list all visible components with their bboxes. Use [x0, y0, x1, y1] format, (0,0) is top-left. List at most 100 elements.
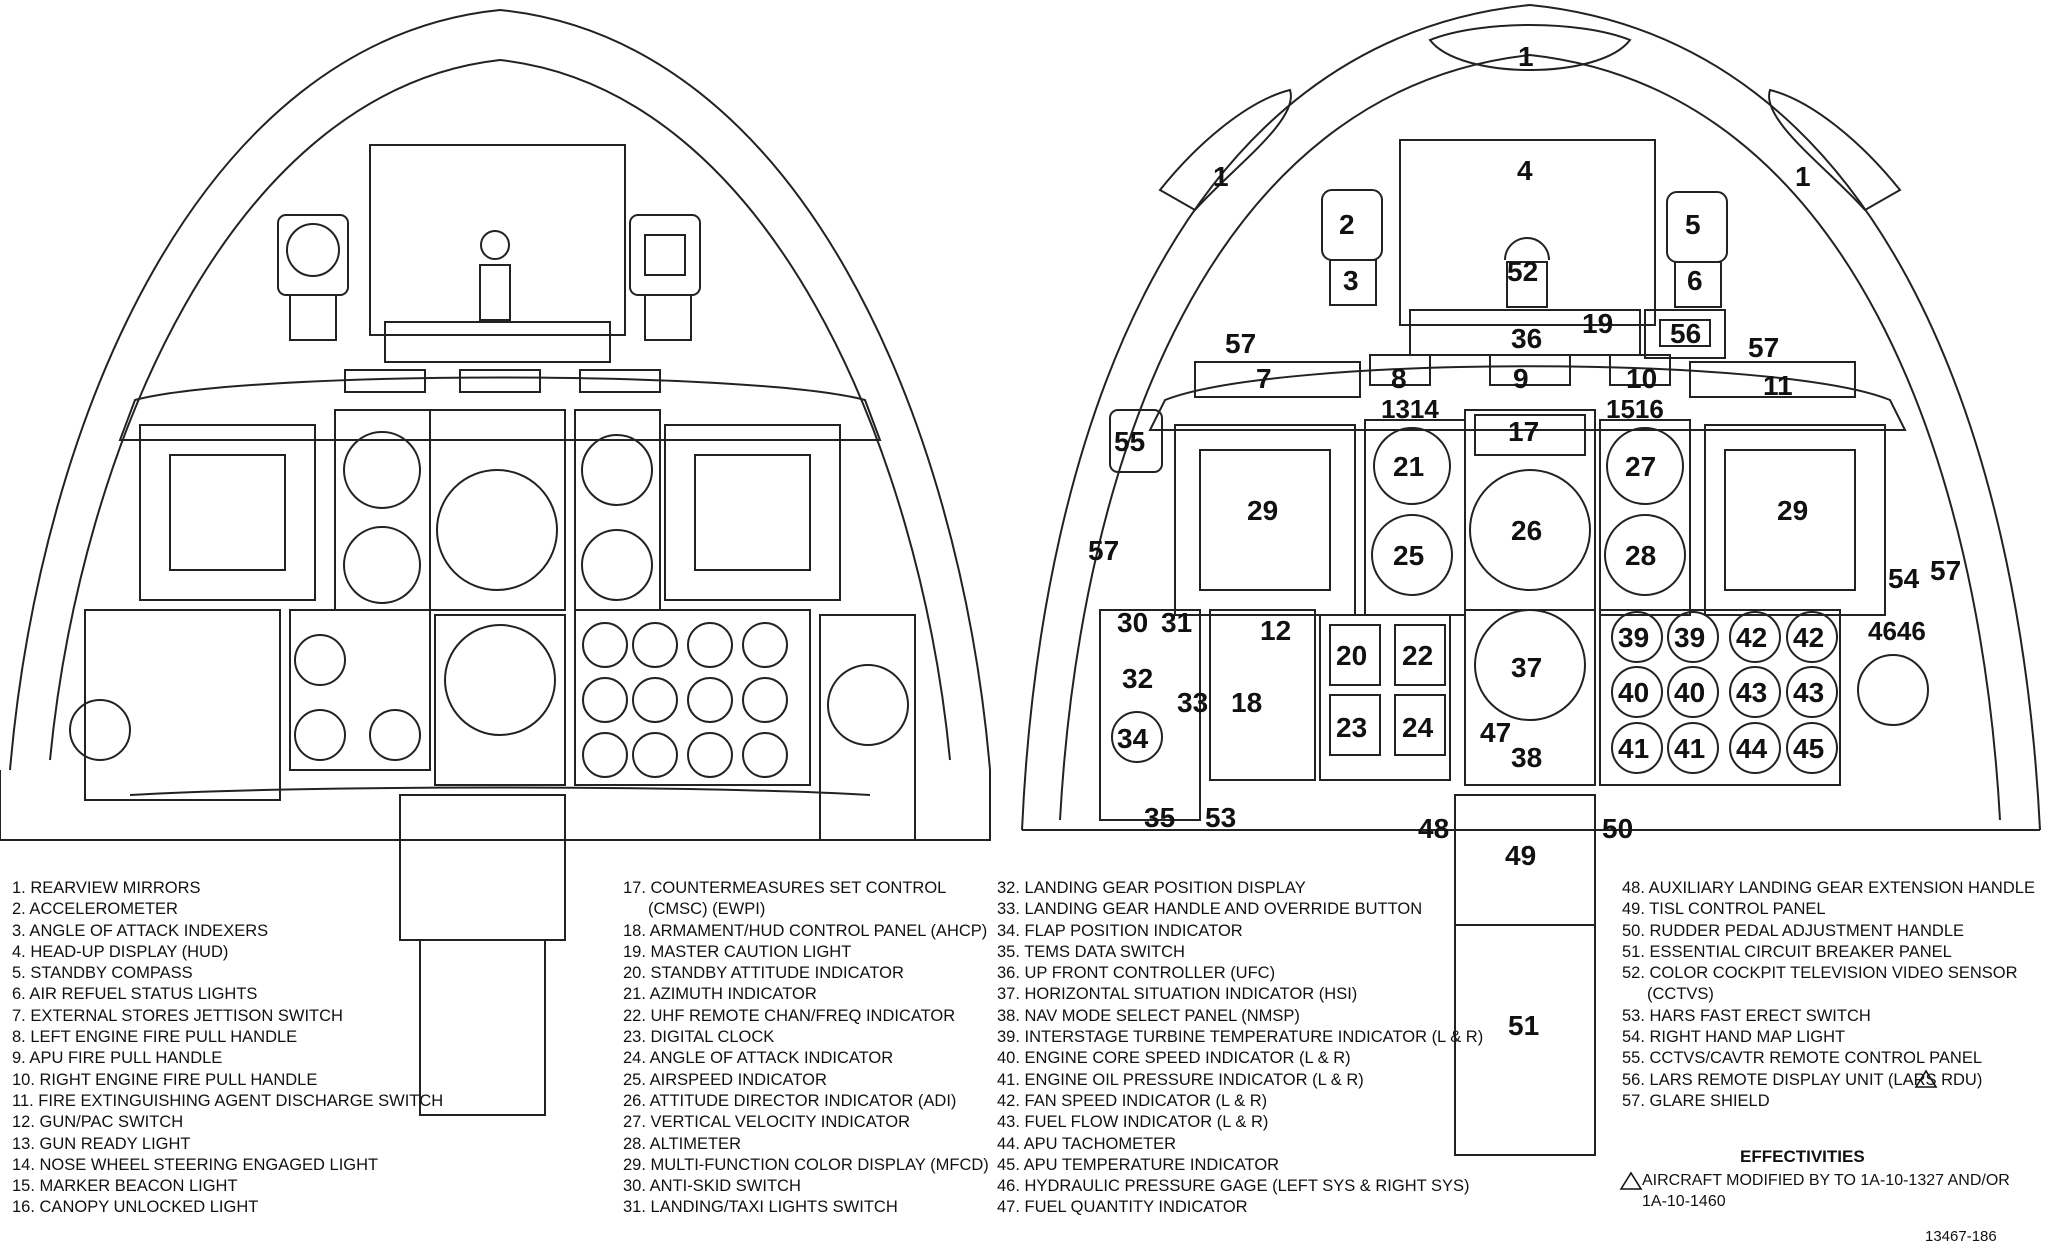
effectivities-note: AIRCRAFT MODIFIED BY TO 1A-10-1327 AND/O… — [1620, 1170, 2010, 1212]
callout-41-l: 41 — [1618, 733, 1649, 764]
legend-item: 16. CANOPY UNLOCKED LIGHT — [12, 1198, 259, 1217]
callout-52: 52 — [1507, 256, 1538, 287]
legend-col-1: 1. REARVIEW MIRRORS 2. ACCELEROMETER 3. … — [12, 878, 443, 1219]
callout-11: 11 — [1763, 370, 1793, 401]
callout-25: 25 — [1393, 540, 1424, 571]
legend-item: 34. FLAP POSITION INDICATOR — [997, 921, 1243, 940]
legend-item: 40. ENGINE CORE SPEED INDICATOR (L & R) — [997, 1049, 1351, 1068]
callout-29-left: 29 — [1247, 495, 1278, 526]
callout-20: 20 — [1336, 640, 1367, 671]
callout-39-l: 39 — [1618, 622, 1649, 653]
legend-col-4: 48. AUXILIARY LANDING GEAR EXTENSION HAN… — [1622, 878, 2035, 1112]
legend-item: 8. LEFT ENGINE FIRE PULL HANDLE — [12, 1028, 298, 1047]
legend-item: 36. UP FRONT CONTROLLER (UFC) — [997, 964, 1276, 983]
legend-item: 42. FAN SPEED INDICATOR (L & R) — [997, 1091, 1268, 1110]
legend-item: 19. MASTER CAUTION LIGHT — [623, 942, 852, 961]
figure-number: 13467-186 — [1925, 1228, 1997, 1245]
callout-32: 32 — [1122, 663, 1153, 694]
legend-item: 9. APU FIRE PULL HANDLE — [12, 1049, 223, 1068]
callout-42-r: 42 — [1793, 622, 1824, 653]
callout-41-r: 41 — [1674, 733, 1705, 764]
legend-item: 13. GUN READY LIGHT — [12, 1134, 191, 1153]
callout-19: 19 — [1582, 308, 1613, 339]
legend-item: 33. LANDING GEAR HANDLE AND OVERRIDE BUT… — [997, 900, 1423, 919]
legend-item: 45. APU TEMPERATURE INDICATOR — [997, 1155, 1280, 1174]
legend-item: 37. HORIZONTAL SITUATION INDICATOR (HSI) — [997, 985, 1358, 1004]
legend-item: 22. UHF REMOTE CHAN/FREQ INDICATOR — [623, 1006, 956, 1025]
legend-item: 1. REARVIEW MIRRORS — [12, 879, 201, 897]
legend-item: 50. RUDDER PEDAL ADJUSTMENT HANDLE — [1622, 921, 1964, 940]
legend-item: 4. HEAD-UP DISPLAY (HUD) — [12, 942, 229, 961]
effectivities-line-1: AIRCRAFT MODIFIED BY TO 1A-10-1327 AND/O… — [1642, 1172, 2010, 1189]
callout-42-l: 42 — [1736, 622, 1767, 653]
callout-17: 17 — [1508, 416, 1539, 447]
callout-35: 35 — [1144, 802, 1175, 833]
callout-46-46: 4646 — [1868, 616, 1926, 646]
legend-item: 10. RIGHT ENGINE FIRE PULL HANDLE — [12, 1070, 318, 1089]
callout-43-r: 43 — [1793, 677, 1824, 708]
legend-item: 6. AIR REFUEL STATUS LIGHTS — [12, 985, 258, 1004]
effectivity-triangle-icon — [1619, 1069, 1938, 1190]
legend-item: 38. NAV MODE SELECT PANEL (NMSP) — [997, 1006, 1300, 1025]
legend-item: 27. VERTICAL VELOCITY INDICATOR — [623, 1113, 911, 1132]
callout-12: 12 — [1260, 615, 1291, 646]
legend-item: 21. AZIMUTH INDICATOR — [623, 985, 817, 1004]
legend-col-2: 17. COUNTERMEASURES SET CONTROL (CMSC) (… — [623, 878, 989, 1219]
legend-item: (CCTVS) — [1647, 985, 1714, 1004]
callout-5: 5 — [1685, 209, 1701, 240]
legend-item: 32. LANDING GEAR POSITION DISPLAY — [997, 879, 1306, 897]
legend-col-3: 32. LANDING GEAR POSITION DISPLAY 33. LA… — [997, 878, 1483, 1219]
callout-15-16: 1516 — [1606, 394, 1664, 424]
callout-36: 36 — [1511, 323, 1542, 354]
callout-38: 38 — [1511, 742, 1542, 773]
callout-57-a: 57 — [1225, 328, 1256, 359]
legend-item: 51. ESSENTIAL CIRCUIT BREAKER PANEL — [1622, 942, 1952, 961]
callout-44: 44 — [1736, 733, 1768, 764]
legend-item: 39. INTERSTAGE TURBINE TEMPERATURE INDIC… — [997, 1028, 1484, 1047]
callout-57-d: 57 — [1930, 555, 1961, 586]
callout-50: 50 — [1602, 813, 1633, 844]
callout-45: 45 — [1793, 733, 1824, 764]
legend-item: 3. ANGLE OF ATTACK INDEXERS — [12, 921, 269, 940]
legend-item: 41. ENGINE OIL PRESSURE INDICATOR (L & R… — [997, 1070, 1364, 1089]
callout-56: 56 — [1670, 318, 1701, 349]
callout-4: 4 — [1517, 155, 1533, 186]
legend-item: 30. ANTI-SKID SWITCH — [623, 1177, 801, 1196]
callout-24: 24 — [1402, 712, 1434, 743]
legend-item: (CMSC) (EWPI) — [648, 900, 766, 919]
callout-53: 53 — [1205, 802, 1236, 833]
callout-49: 49 — [1505, 840, 1536, 871]
legend-item: 5. STANDBY COMPASS — [12, 964, 193, 983]
callout-51: 51 — [1508, 1010, 1539, 1041]
legend-item: 20. STANDBY ATTITUDE INDICATOR — [623, 964, 904, 983]
legend-item: 55. CCTVS/CAVTR REMOTE CONTROL PANEL — [1622, 1049, 1983, 1068]
callout-57-c: 57 — [1088, 535, 1119, 566]
legend-item: 48. AUXILIARY LANDING GEAR EXTENSION HAN… — [1622, 879, 2035, 897]
callout-21: 21 — [1393, 451, 1424, 482]
callout-29-right: 29 — [1777, 495, 1808, 526]
callout-8: 8 — [1391, 363, 1407, 394]
legend-item: 2. ACCELEROMETER — [12, 900, 178, 919]
callout-55: 55 — [1114, 426, 1145, 457]
effectivities-title: EFFECTIVITIES — [1740, 1147, 1865, 1166]
legend-item: 53. HARS FAST ERECT SWITCH — [1622, 1006, 1871, 1025]
legend-item: 57. GLARE SHIELD — [1622, 1091, 1770, 1110]
legend-item: 52. COLOR COCKPIT TELEVISION VIDEO SENSO… — [1622, 964, 2018, 983]
callout-9: 9 — [1513, 363, 1529, 394]
right-cockpit-schematic — [1021, 3, 2041, 1156]
legend-item: 23. DIGITAL CLOCK — [623, 1028, 775, 1047]
legend-item: 29. MULTI-FUNCTION COLOR DISPLAY (MFCD) — [623, 1155, 989, 1174]
legend-item: 54. RIGHT HAND MAP LIGHT — [1622, 1028, 1846, 1047]
legend-item: 17. COUNTERMEASURES SET CONTROL — [623, 879, 947, 897]
legend-item: 44. APU TACHOMETER — [997, 1134, 1177, 1153]
legend-item: 26. ATTITUDE DIRECTOR INDICATOR (ADI) — [623, 1091, 957, 1110]
callout-10: 10 — [1626, 363, 1657, 394]
callout-40-l: 40 — [1618, 677, 1649, 708]
callout-40-r: 40 — [1674, 677, 1705, 708]
callout-26: 26 — [1511, 515, 1542, 546]
legend-item: 56. LARS REMOTE DISPLAY UNIT (LARS RDU) — [1622, 1070, 1983, 1089]
callout-43-l: 43 — [1736, 677, 1767, 708]
legend-item: 43. FUEL FLOW INDICATOR (L & R) — [997, 1113, 1269, 1132]
callout-34: 34 — [1117, 723, 1149, 754]
